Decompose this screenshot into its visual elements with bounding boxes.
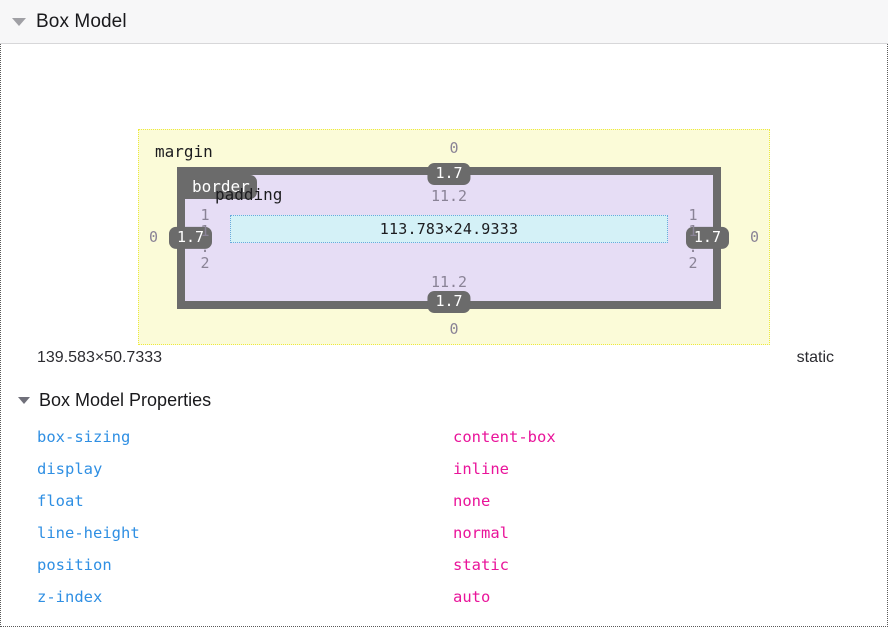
property-name: position — [37, 556, 112, 574]
margin-top-value: 0 — [449, 139, 459, 157]
table-row[interactable]: float none — [1, 485, 887, 517]
property-value[interactable]: normal — [453, 524, 509, 542]
triangle-down-icon[interactable] — [18, 396, 30, 404]
property-value[interactable]: inline — [453, 460, 509, 478]
box-model-panel-body: margin 0 0 0 0 border 1.7 1.7 1.7 1.7 pa… — [0, 44, 888, 627]
table-row[interactable]: position static — [1, 549, 887, 581]
padding-left-value: 11.2 — [196, 206, 214, 270]
property-name: z-index — [37, 588, 103, 606]
border-bottom-value: 1.7 — [427, 290, 471, 313]
property-name: display — [37, 460, 103, 478]
property-name: float — [37, 492, 84, 510]
property-value[interactable]: none — [453, 492, 491, 510]
property-name: box-sizing — [37, 428, 131, 446]
box-model-properties-header[interactable]: Box Model Properties — [1, 383, 887, 417]
property-value[interactable]: content-box — [453, 428, 556, 446]
box-model-panel-header[interactable]: Box Model — [0, 0, 888, 44]
triangle-down-icon[interactable] — [12, 17, 26, 26]
border-left-value: 1.7 — [169, 226, 213, 250]
margin-right-value: 0 — [749, 228, 759, 246]
margin-label: margin — [155, 142, 213, 161]
property-name: line-height — [37, 524, 140, 542]
total-size-value: 139.583×50.7333 — [37, 349, 163, 366]
table-row[interactable]: box-sizing content-box — [1, 421, 887, 453]
padding-right-value: 11.2 — [684, 206, 702, 270]
border-label: border — [185, 175, 257, 199]
box-model-summary: 139.583×50.7333 static — [1, 349, 887, 383]
margin-box[interactable]: margin 0 0 0 0 border 1.7 1.7 1.7 1.7 pa… — [138, 129, 770, 345]
margin-left-value: 0 — [149, 228, 159, 246]
position-value: static — [796, 349, 834, 366]
property-value[interactable]: static — [453, 556, 509, 574]
table-row[interactable]: z-index auto — [1, 581, 887, 613]
content-size-value: 113.783×24.9333 — [379, 220, 519, 238]
box-model-properties-list: box-sizing content-box display inline fl… — [1, 417, 887, 613]
margin-bottom-value: 0 — [449, 320, 459, 338]
padding-top-value: 11.2 — [430, 187, 468, 205]
box-model-diagram: margin 0 0 0 0 border 1.7 1.7 1.7 1.7 pa… — [1, 44, 887, 349]
table-row[interactable]: line-height normal — [1, 517, 887, 549]
border-top-value: 1.7 — [427, 163, 471, 186]
border-right-value: 1.7 — [685, 226, 729, 250]
property-value[interactable]: auto — [453, 588, 491, 606]
border-box[interactable]: border 1.7 1.7 1.7 1.7 padding 11.2 11.2… — [169, 163, 729, 313]
content-box[interactable]: 113.783×24.9333 — [230, 215, 668, 243]
padding-label: padding — [215, 185, 283, 204]
box-model-properties-title: Box Model Properties — [39, 389, 212, 410]
table-row[interactable]: display inline — [1, 453, 887, 485]
padding-bottom-value: 11.2 — [430, 273, 468, 291]
page-title: Box Model — [36, 10, 127, 32]
